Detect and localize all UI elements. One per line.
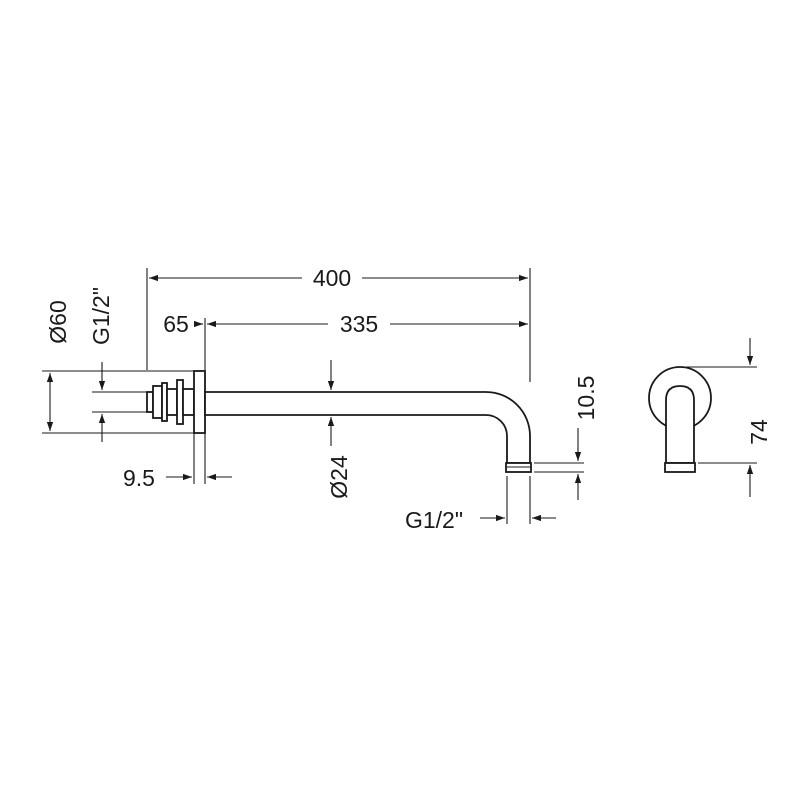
dim-pipe-diameter-label: Ø24 [326,455,352,499]
dim-side-height: 74 [686,338,772,497]
dim-overall-length-label: 400 [313,265,351,291]
dim-flange-depth-label: 65 [163,311,189,337]
dim-flange-and-arm: 65 335 [163,311,528,370]
dim-flange-thickness: 9.5 [123,433,232,491]
inlet-spacer [182,388,195,416]
dim-flange-diameter: Ø60 [42,300,194,434]
dim-outlet-drop: 10.5 [534,376,599,500]
wall-flange [193,370,206,434]
dim-flange-diameter-label: Ø60 [45,300,71,343]
dim-arm-length-label: 335 [340,311,378,337]
inlet-shaft [166,388,178,416]
inlet-nut [152,385,163,419]
shower-arm-front-view [146,370,532,473]
dim-outlet-drop-label: 10.5 [573,376,599,421]
dim-inlet-thread-label: G1/2" [88,287,114,345]
arm-pipe [204,391,531,464]
dim-outlet-thread-label: G1/2" [405,507,463,533]
dim-overall-length: 400 [146,265,531,382]
dim-outlet-thread: G1/2" [405,476,556,533]
dim-flange-thickness-label: 9.5 [123,465,155,491]
dim-inlet-thread: G1/2" [88,287,147,442]
dim-pipe-diameter: Ø24 [326,360,352,499]
side-outlet-nozzle [664,462,696,473]
shower-arm-side-view [648,366,712,473]
dim-side-height-label: 74 [746,419,772,445]
side-arm-drop [665,385,695,464]
